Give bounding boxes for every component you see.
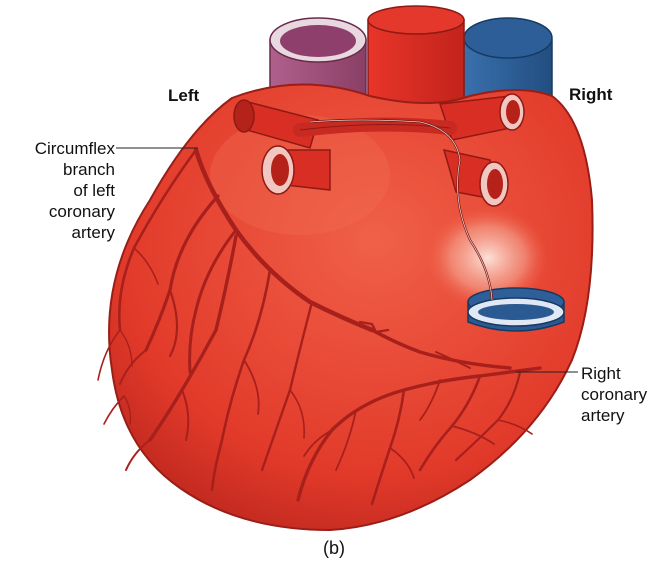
blue-vessel-opening — [464, 18, 552, 58]
label-line: Circumflex — [0, 138, 115, 159]
label-line: artery — [581, 405, 647, 426]
label-line: coronary — [0, 201, 115, 222]
label-left: Left — [168, 85, 199, 106]
figure-caption: (b) — [0, 538, 668, 559]
aorta-opening — [368, 6, 464, 34]
label-line: Right — [581, 363, 647, 384]
label-line: artery — [0, 222, 115, 243]
label-right: Right — [569, 84, 612, 105]
label-line: branch — [0, 159, 115, 180]
label-line: of left — [0, 180, 115, 201]
label-line: coronary — [581, 384, 647, 405]
label-right-coronary-artery: Right coronary artery — [581, 363, 647, 426]
label-circumflex-branch: Circumflex branch of left coronary arter… — [0, 138, 115, 243]
left-upper-vein-opening — [234, 100, 254, 132]
inferior-vena-cava — [468, 288, 564, 331]
